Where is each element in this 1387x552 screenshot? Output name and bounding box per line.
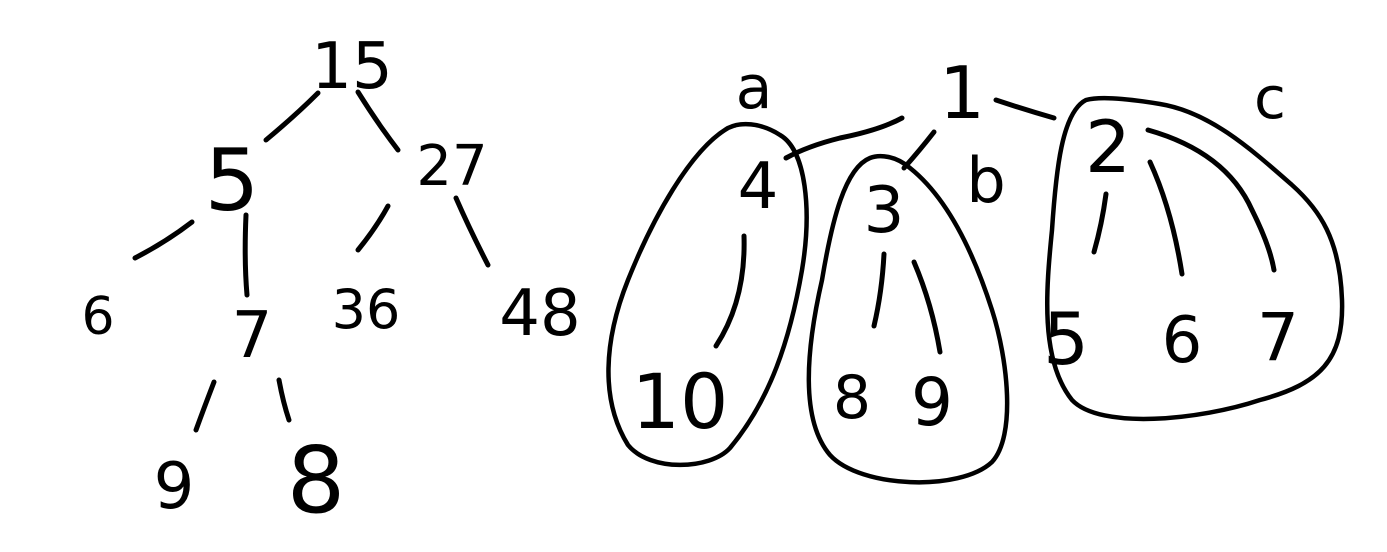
group-loop-a bbox=[606, 121, 809, 468]
group-label-c: c bbox=[1254, 64, 1286, 132]
group-loop-c bbox=[1045, 95, 1345, 422]
left-edge-27-36 bbox=[355, 203, 391, 253]
left-node-5: 5 bbox=[205, 131, 260, 231]
right-tree: 1 4 3 2 10 8 9 5 6 7 a b c bbox=[606, 51, 1345, 485]
left-node-36: 36 bbox=[332, 278, 401, 341]
left-edge-15-5 bbox=[263, 90, 321, 143]
right-node-8: 8 bbox=[833, 363, 871, 433]
left-node-8: 8 bbox=[287, 427, 346, 534]
group-label-b: b bbox=[966, 144, 1005, 217]
right-node-1: 1 bbox=[939, 51, 985, 135]
right-edge-2-7 bbox=[1145, 127, 1277, 273]
left-edge-7-8 bbox=[276, 377, 292, 423]
right-node-6: 6 bbox=[1162, 304, 1203, 378]
right-node-9: 9 bbox=[911, 364, 953, 441]
right-node-10: 10 bbox=[632, 357, 729, 446]
right-node-5: 5 bbox=[1043, 297, 1089, 381]
right-node-7: 7 bbox=[1257, 299, 1299, 376]
left-node-9: 9 bbox=[154, 450, 195, 524]
right-edge-1-2 bbox=[993, 97, 1057, 121]
left-node-48: 48 bbox=[499, 277, 580, 351]
right-node-2: 2 bbox=[1085, 105, 1131, 189]
right-node-4: 4 bbox=[738, 150, 779, 224]
group-label-a: a bbox=[736, 53, 773, 123]
left-edge-5-7 bbox=[242, 212, 250, 298]
right-edge-3-8 bbox=[871, 251, 887, 329]
right-edge-2-5 bbox=[1091, 191, 1109, 255]
left-tree: 15 5 27 6 7 36 48 9 8 bbox=[81, 30, 580, 534]
left-node-7: 7 bbox=[232, 299, 273, 373]
left-edge-15-27 bbox=[355, 89, 401, 153]
right-edge-2-6 bbox=[1147, 159, 1185, 277]
right-edge-1-3 bbox=[901, 129, 937, 171]
left-node-6: 6 bbox=[81, 287, 114, 347]
right-edge-3-9 bbox=[911, 259, 943, 355]
left-edge-5-6 bbox=[132, 219, 195, 261]
left-node-15: 15 bbox=[311, 30, 392, 104]
right-edge-1-4 bbox=[783, 115, 905, 161]
group-loop-b bbox=[806, 153, 1010, 485]
left-edge-7-9 bbox=[193, 379, 217, 433]
right-edge-4-10 bbox=[713, 233, 747, 349]
right-node-3: 3 bbox=[864, 174, 905, 248]
left-node-27: 27 bbox=[416, 134, 487, 199]
left-edge-27-48 bbox=[453, 195, 491, 268]
